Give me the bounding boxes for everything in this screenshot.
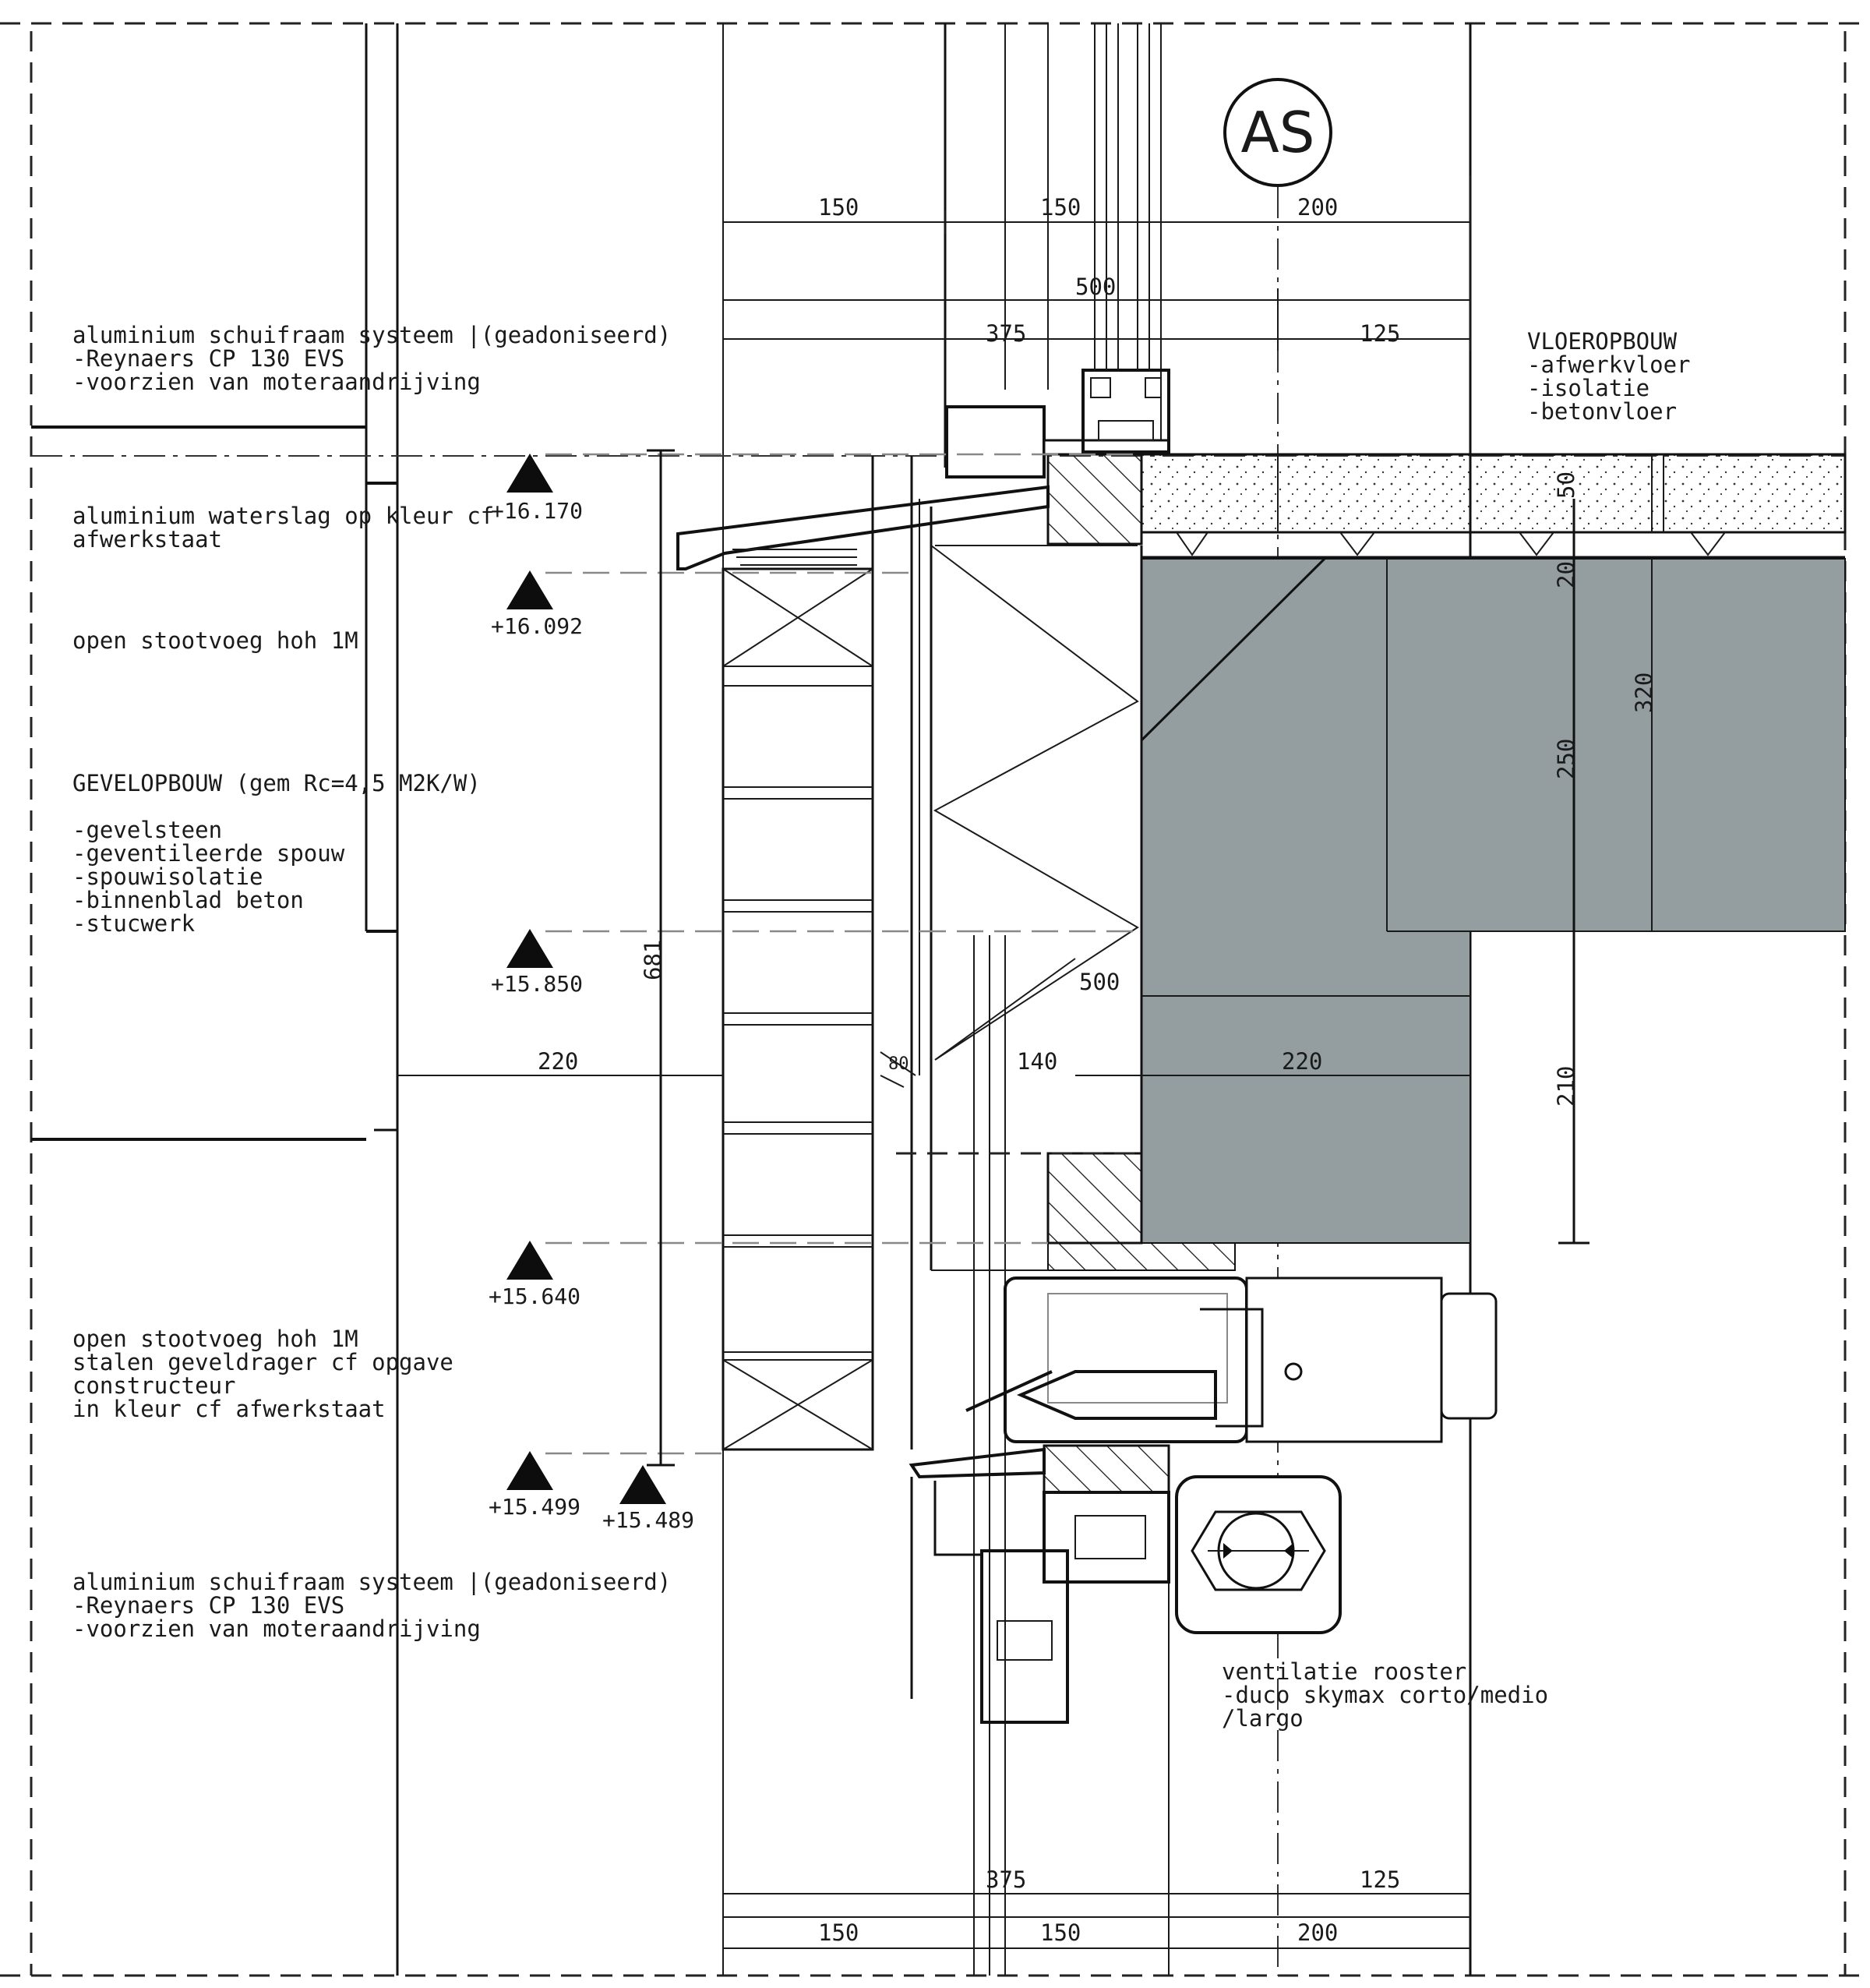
dim-bot-375: 375 bbox=[986, 1866, 1026, 1893]
dim-bot-150b: 150 bbox=[1040, 1919, 1081, 1946]
level-16092: +16.092 bbox=[491, 613, 583, 639]
bottom-dimensions bbox=[723, 1893, 1470, 1949]
note-frame-bottom: aluminium schuifraam systeem |(geadonise… bbox=[72, 1569, 671, 1642]
insulation bbox=[930, 507, 1143, 1271]
note-gevel-item-5: -stucwerk bbox=[72, 910, 196, 937]
note-frame-top: aluminium schuifraam systeem |(geadonise… bbox=[72, 322, 671, 395]
dim-320: 320 bbox=[1631, 673, 1657, 713]
note-frame-top-1: aluminium schuifraam systeem |(geadonise… bbox=[72, 322, 671, 348]
note-stootvoeg-top: open stootvoeg hoh 1M bbox=[72, 627, 358, 654]
floor-buildup bbox=[1140, 453, 1847, 559]
dim-bot-150a: 150 bbox=[818, 1919, 859, 1946]
waterslag bbox=[676, 485, 1050, 570]
axis-bubble: AS bbox=[1223, 78, 1332, 187]
level-markers bbox=[506, 454, 666, 1504]
note-waterslag-2: afwerkstaat bbox=[72, 526, 222, 553]
dim-top-125: 125 bbox=[1360, 320, 1400, 347]
brick-wall bbox=[722, 567, 874, 1451]
dim-mid-220b: 220 bbox=[1282, 1048, 1322, 1075]
sheet-border bbox=[0, 22, 1862, 1977]
note-frame-top-3: -voorzien van moteraandrijving bbox=[72, 369, 481, 395]
dim-top-200: 200 bbox=[1297, 194, 1338, 221]
dim-50: 50 bbox=[1553, 471, 1579, 499]
note-vloer-1: -afwerkvloer bbox=[1527, 351, 1691, 378]
dim-681: 681 bbox=[640, 940, 666, 980]
note-frame-bottom-2: -Reynaers CP 130 EVS bbox=[72, 1592, 344, 1619]
level-15499: +15.499 bbox=[489, 1494, 580, 1520]
concrete-slab bbox=[1140, 557, 1846, 1244]
note-stootvoeg-bottom-4: in kleur cf afwerkstaat bbox=[72, 1396, 386, 1422]
height-dimension bbox=[397, 449, 1590, 1467]
dim-210: 210 bbox=[1553, 1066, 1579, 1107]
dim-top-150b: 150 bbox=[1040, 194, 1081, 221]
note-frame-top-2: -Reynaers CP 130 EVS bbox=[72, 345, 344, 372]
level-marker-2 bbox=[506, 570, 553, 609]
note-stootvoeg-bottom-1: open stootvoeg hoh 1M bbox=[72, 1326, 358, 1352]
level-marker-3 bbox=[506, 929, 553, 968]
note-ventilatie-1: ventilatie rooster bbox=[1222, 1658, 1466, 1685]
note-vloer-3: -betonvloer bbox=[1527, 398, 1677, 425]
note-stootvoeg-bottom-2: stalen geveldrager cf opgave bbox=[72, 1349, 453, 1375]
dim-bot-125: 125 bbox=[1360, 1866, 1400, 1893]
note-gevel-item-1: -gevelsteen bbox=[72, 817, 222, 843]
dim-20: 20 bbox=[1553, 561, 1579, 588]
note-ventilatie: ventilatie rooster -duco skymax corto/me… bbox=[1222, 1658, 1548, 1732]
dim-250: 250 bbox=[1553, 739, 1579, 779]
frame-top bbox=[945, 23, 1170, 478]
note-vloer-title: VLOEROPBOUW bbox=[1527, 328, 1678, 355]
dim-top-500: 500 bbox=[1075, 274, 1116, 300]
note-ventilatie-3: /largo bbox=[1222, 1705, 1304, 1732]
dim-mid-140: 140 bbox=[1017, 1048, 1057, 1075]
level-16170: +16.170 bbox=[491, 498, 583, 524]
dim-bot-200: 200 bbox=[1297, 1919, 1338, 1946]
note-gevel-title: GEVELOPBOUW (gem Rc=4,5 M2K/W) bbox=[72, 770, 481, 796]
dim-top-150a: 150 bbox=[818, 194, 859, 221]
note-gevel-item-2: -geventileerde spouw bbox=[72, 840, 345, 867]
level-marker-6 bbox=[619, 1465, 666, 1504]
note-stootvoeg-top-1: open stootvoeg hoh 1M bbox=[72, 627, 358, 654]
axis-label: AS bbox=[1241, 100, 1315, 165]
note-stootvoeg-bottom: open stootvoeg hoh 1M stalen geveldrager… bbox=[72, 1326, 453, 1422]
note-vloer: VLOEROPBOUW -afwerkvloer -isolatie -beto… bbox=[1527, 328, 1691, 425]
level-marker-1 bbox=[506, 454, 553, 493]
level-15640: +15.640 bbox=[489, 1284, 580, 1309]
level-15850: +15.850 bbox=[491, 971, 583, 997]
dim-top-375: 375 bbox=[986, 320, 1026, 347]
dim-mid-220a: 220 bbox=[538, 1048, 578, 1075]
left-boxes bbox=[31, 425, 397, 1141]
note-waterslag-1: aluminium waterslag op kleur cf bbox=[72, 503, 494, 529]
level-marker-5 bbox=[506, 1451, 553, 1490]
note-gevel-item-3: -spouwisolatie bbox=[72, 863, 263, 890]
note-vloer-2: -isolatie bbox=[1527, 375, 1649, 401]
top-dimensions bbox=[722, 175, 1471, 351]
note-frame-bottom-3: -voorzien van moteraandrijving bbox=[72, 1615, 481, 1642]
frame-bottom bbox=[909, 1276, 1498, 1724]
hatched-blocks bbox=[1043, 453, 1236, 1494]
level-lines bbox=[545, 453, 1141, 1455]
note-gevel-item-4: -binnenblad beton bbox=[72, 887, 304, 913]
dim-mid-80: 80 bbox=[888, 1054, 909, 1074]
note-gevel: GEVELOPBOUW (gem Rc=4,5 M2K/W) -gevelste… bbox=[72, 770, 481, 937]
level-15489: +15.489 bbox=[602, 1507, 694, 1533]
note-ventilatie-2: -duco skymax corto/medio bbox=[1222, 1682, 1548, 1708]
note-frame-bottom-1: aluminium schuifraam systeem |(geadonise… bbox=[72, 1569, 671, 1595]
note-waterslag: aluminium waterslag op kleur cf afwerkst… bbox=[72, 503, 494, 553]
dim-mid-500: 500 bbox=[1079, 969, 1120, 995]
note-stootvoeg-bottom-3: constructeur bbox=[72, 1372, 236, 1399]
cavity bbox=[871, 456, 1141, 1450]
level-marker-4 bbox=[506, 1241, 553, 1280]
